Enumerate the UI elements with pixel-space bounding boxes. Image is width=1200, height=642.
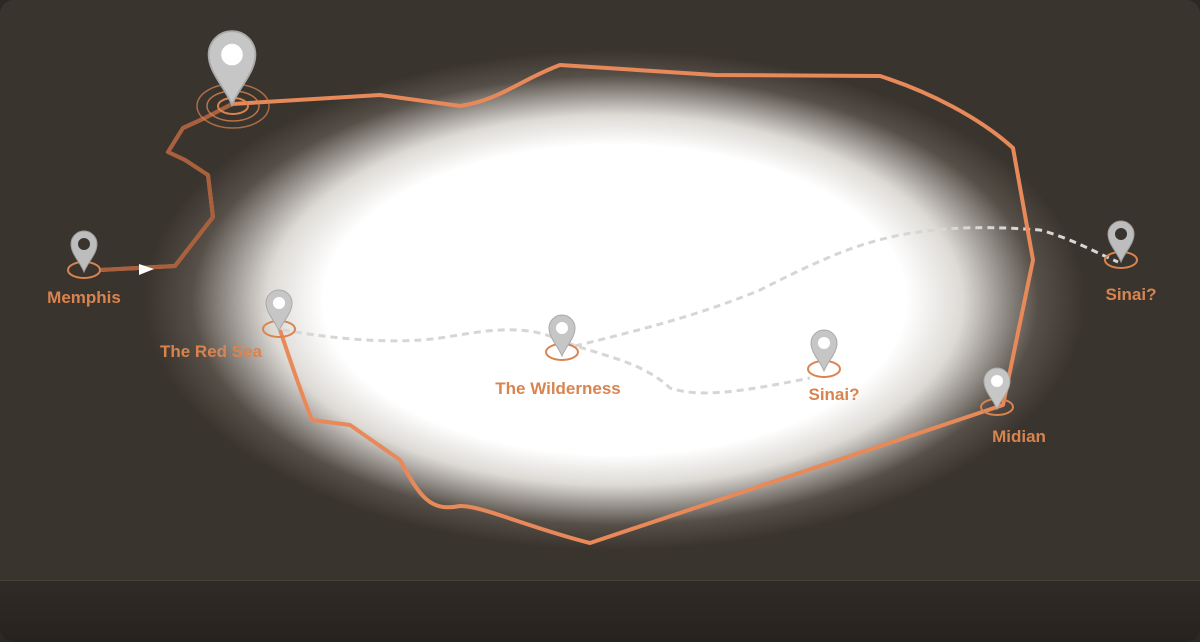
route-path: [99, 63, 1035, 545]
place-midian[interactable]: Midian: [980, 367, 1046, 446]
map-pin-icon: [265, 289, 293, 332]
map-pin-icon: [983, 367, 1011, 410]
place-label-sinai-central: Sinai?: [808, 385, 859, 404]
place-label-sinai-east: Sinai?: [1105, 285, 1156, 304]
bottom-bar: [0, 580, 1200, 642]
place-wilderness[interactable]: The Wilderness: [495, 314, 621, 398]
place-red-sea[interactable]: The Red Sea: [160, 289, 296, 361]
place-label-memphis: Memphis: [47, 288, 121, 307]
location-pulse-icon[interactable]: [196, 30, 270, 129]
place-memphis[interactable]: Memphis: [47, 230, 121, 307]
place-label-midian: Midian: [992, 427, 1046, 446]
map-pin-icon: [70, 230, 98, 273]
place-label-wilderness: The Wilderness: [495, 379, 621, 398]
place-sinai-east[interactable]: Sinai?: [1104, 220, 1157, 304]
map-pin-icon: [810, 329, 838, 372]
place-label-red-sea: The Red Sea: [160, 342, 263, 361]
dashed-route-sinai-east: [574, 226, 1119, 348]
place-sinai-central[interactable]: Sinai?: [807, 329, 860, 404]
arrow-head-icon: [139, 264, 154, 275]
map-pin-icon: [548, 314, 576, 357]
route-path-shadow: [99, 102, 233, 272]
map-pin-icon: [1107, 220, 1135, 263]
